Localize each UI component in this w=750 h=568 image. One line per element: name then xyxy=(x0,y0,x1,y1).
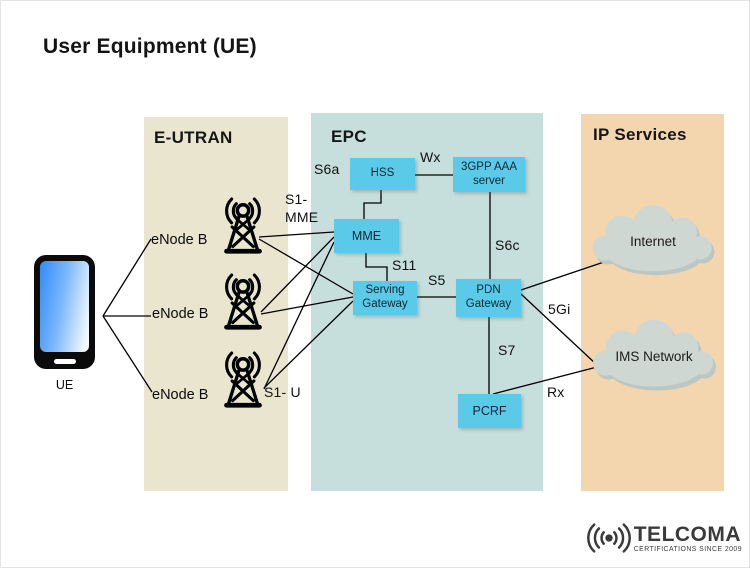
ip-services-column xyxy=(581,114,724,491)
cell-tower-icon xyxy=(224,197,262,254)
enodeb-label-3: eNode B xyxy=(152,387,209,403)
interface-label-s1-mme: S1- MME xyxy=(285,191,319,225)
ue-label: UE xyxy=(55,378,74,392)
interface-label-s7: S7 xyxy=(498,342,516,358)
telcoma-logo: TELCOMA CERTIFICATIONS SINCE 2009 xyxy=(586,520,742,556)
serving-gateway-node: Serving Gateway xyxy=(353,281,417,315)
interface-label-s6c: S6c xyxy=(495,237,520,253)
interface-label-wx: Wx xyxy=(420,149,441,165)
radio-waves-icon xyxy=(586,523,631,553)
interface-label-s11: S11 xyxy=(392,257,417,273)
logo-text-block: TELCOMA CERTIFICATIONS SINCE 2009 xyxy=(634,524,742,553)
ims-network-cloud: IMS Network xyxy=(589,315,719,399)
internet-cloud-label: Internet xyxy=(630,233,676,249)
logo-name: TELCOMA xyxy=(633,522,742,546)
eutran-header: E-UTRAN xyxy=(154,128,233,147)
cell-tower-icon xyxy=(224,273,262,330)
ue-phone-icon xyxy=(34,255,95,369)
phone-speaker-bar xyxy=(53,359,76,364)
enodeb-label-2: eNode B xyxy=(152,306,209,322)
logo-tagline: CERTIFICATIONS SINCE 2009 xyxy=(633,545,742,553)
mme-node: MME xyxy=(334,219,399,253)
epc-header: EPC xyxy=(331,127,367,146)
enodeb-label-1: eNode B xyxy=(151,232,208,248)
phone-screen xyxy=(39,260,90,353)
hss-node: HSS xyxy=(350,158,415,190)
pdn-gateway-node: PDN Gateway xyxy=(456,279,521,317)
page-title: User Equipment (UE) xyxy=(43,35,257,58)
aaa-server-node: 3GPP AAA server xyxy=(453,157,525,192)
internet-cloud: Internet xyxy=(587,201,719,283)
ip-services-header: IP Services xyxy=(593,125,687,144)
interface-label-s6a: S6a xyxy=(314,161,340,177)
interface-label-s1-u: S1- U xyxy=(264,384,301,400)
cloud-shape xyxy=(592,204,715,276)
ims-cloud-label: IMS Network xyxy=(615,348,693,364)
interface-label-5gi: 5Gi xyxy=(548,301,571,317)
cell-tower-icon xyxy=(224,351,262,408)
interface-label-rx: Rx xyxy=(547,384,565,400)
cloud-shape xyxy=(592,319,717,391)
interface-label-s5: S5 xyxy=(428,272,446,288)
pcrf-node: PCRF xyxy=(458,394,521,428)
